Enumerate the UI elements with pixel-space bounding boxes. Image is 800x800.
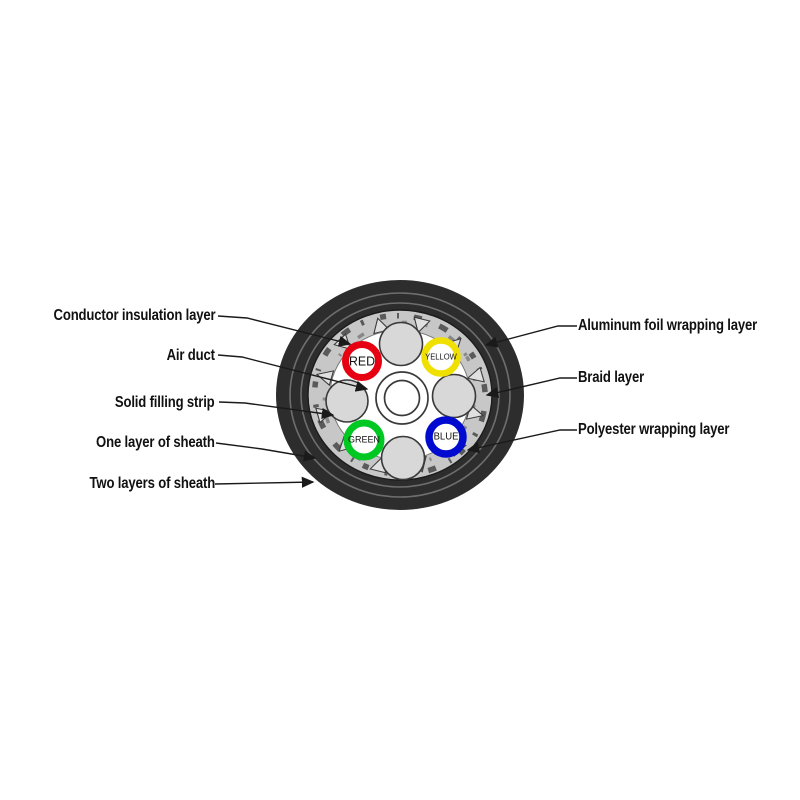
sheath-divider-outer: [289, 292, 511, 498]
filler-circle-left: [325, 379, 369, 423]
filler-circle-bottom: [380, 435, 426, 481]
leader-lines: [214, 315, 577, 488]
leader-aluminum-foil: [484, 325, 577, 348]
wire-ring-red: [342, 341, 382, 381]
label-braid-layer: Braid layer: [578, 369, 645, 386]
leader-air-duct: [217, 354, 369, 392]
foil-texture-dashes: [322, 320, 478, 470]
wire-ring-blue: [425, 416, 467, 458]
leader-polyester-wrap: [466, 429, 577, 454]
leader-two-layers-sheath: [214, 476, 315, 488]
label-conductor-insulation-layer: Conductor insulation layer: [53, 307, 215, 324]
wire-label-yellow: YELLOW: [425, 352, 457, 362]
wire-ring-yellow: [421, 337, 461, 377]
leader-one-layer-sheath: [215, 442, 317, 462]
label-polyester-wrapping-layer: Polyester wrapping layer: [578, 421, 730, 438]
wire-label-red: RED: [348, 353, 376, 369]
leader-conductor-insulation: [217, 315, 352, 347]
filler-circle-right: [431, 373, 477, 419]
wire-ring-green: [343, 419, 385, 461]
filler-circle-top: [378, 321, 424, 367]
label-aluminum-foil-wrapping-layer: Aluminum foil wrapping layer: [578, 317, 758, 334]
label-one-layer-of-sheath: One layer of sheath: [96, 434, 215, 451]
air-duct-tube: [375, 371, 429, 425]
leader-braid-layer: [485, 377, 577, 398]
label-solid-filling-strip: Solid filling strip: [115, 394, 215, 411]
label-two-layers-of-sheath: Two layers of sheath: [89, 475, 215, 492]
leader-solid-filling-strip: [218, 401, 335, 420]
wire-label-green: GREEN: [347, 434, 381, 446]
label-air-duct: Air duct: [166, 347, 215, 364]
wire-label-blue: BLUE: [433, 431, 459, 443]
air-duct-inner-wall: [383, 379, 421, 417]
